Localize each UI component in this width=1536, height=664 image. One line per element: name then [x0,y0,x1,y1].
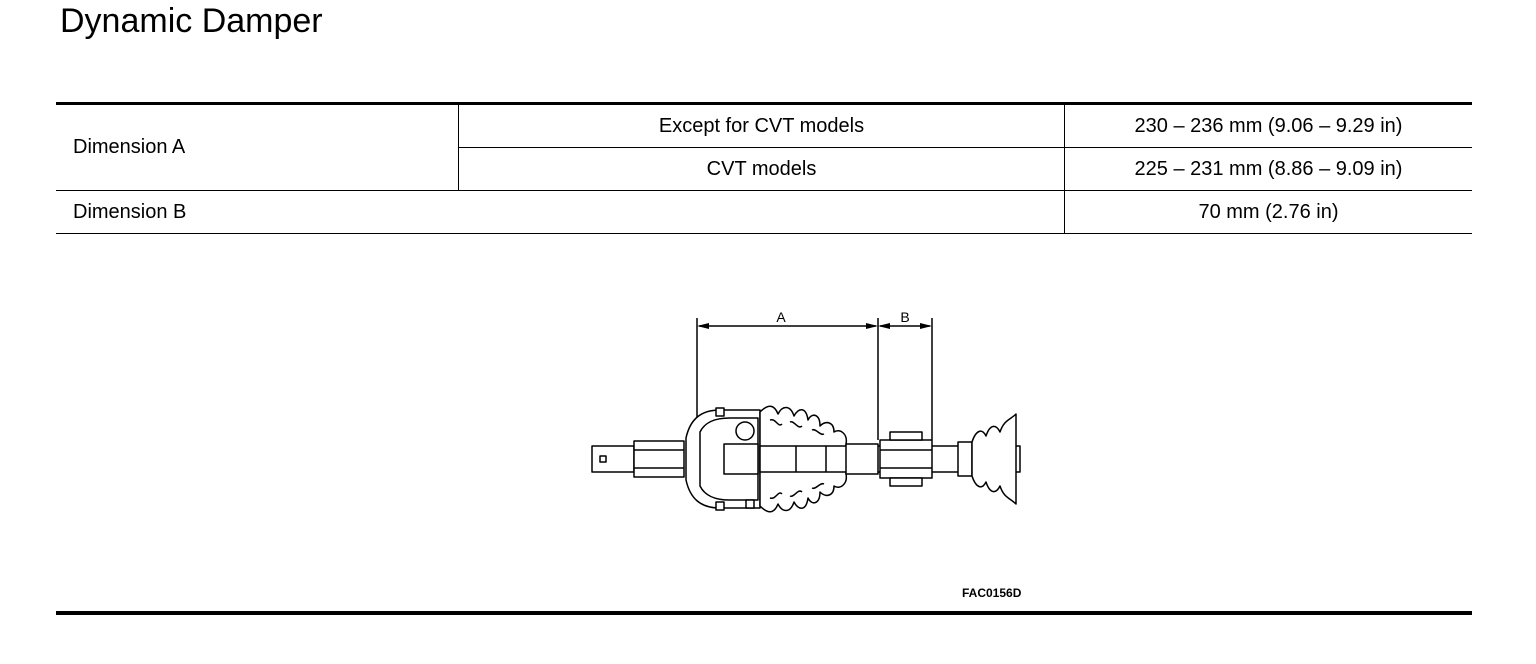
table-row: Dimension B 70 mm (2.76 in) [56,190,1472,234]
spec-table: Dimension A Except for CVT models 230 – … [56,102,1472,234]
boot-clamp [957,441,973,477]
arrow-head [920,323,932,329]
stub-shaft-collar [633,440,685,478]
table-row: CVT models 225 – 231 mm (8.86 – 9.09 in) [56,147,1472,191]
figure-code: FAC0156D [962,586,1022,600]
drive-shaft-illustration: A B [591,309,1021,513]
stub-shaft [591,445,635,473]
stub-shaft-hole [599,455,607,463]
dimension-b-label: Dimension B [56,190,1065,234]
dimension-a-label: Dimension A [56,102,459,191]
dynamic-damper [879,439,933,479]
dimension-a-value: 225 – 231 mm (8.86 – 9.09 in) [1064,147,1472,191]
page-title: Dynamic Damper [60,2,323,40]
dimension-a-value: 230 – 236 mm (9.06 – 9.29 in) [1064,102,1472,148]
bottom-rule [56,611,1472,615]
arrow-head [866,323,878,329]
cv-joint-ball [735,421,755,441]
dimension-a-condition: CVT models [458,147,1065,191]
dimension-a-marker: A [776,309,786,325]
inner-boot [971,413,1017,505]
dimension-b-value: 70 mm (2.76 in) [1064,190,1472,234]
arrow-head [697,323,709,329]
table-row: Dimension A Except for CVT models 230 – … [56,102,1472,191]
dimension-b-marker: B [900,309,909,325]
arrow-head [878,323,890,329]
dimension-a-condition: Except for CVT models [458,102,1065,148]
